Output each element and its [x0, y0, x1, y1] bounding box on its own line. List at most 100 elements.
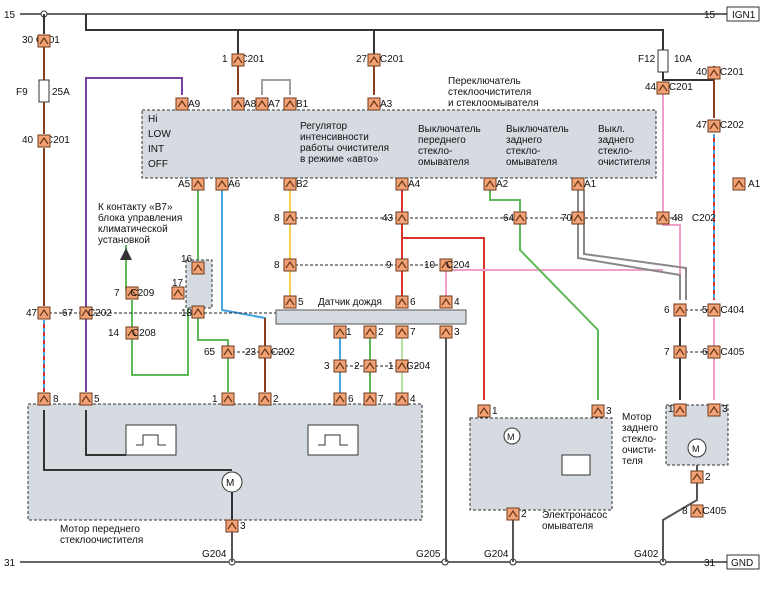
ground-label: G205	[416, 549, 441, 560]
rain-pin: 3	[454, 327, 460, 338]
conn-label-c405: 6 C405	[702, 347, 745, 358]
rain-pin: 5	[298, 297, 304, 308]
ground-label: G204	[484, 549, 509, 560]
fuse-rating: 25A	[52, 87, 70, 98]
conn-num: 7	[664, 347, 670, 358]
rear-motor-pin: 1	[668, 404, 674, 415]
conn-label-c202-47: 47 C202	[696, 120, 744, 131]
front-washer-label: Выключатель переднего стекло- омывателя	[418, 124, 481, 168]
rain-pin: 6	[410, 297, 416, 308]
motor-pin: 1	[212, 394, 218, 405]
rain-pin: 2	[378, 327, 384, 338]
rear-motor-pin: 2	[705, 472, 711, 483]
gnd-label: GND	[731, 558, 753, 569]
rail-label: 31	[4, 558, 16, 569]
motor-symbol: M	[507, 432, 515, 442]
pin-label: A6	[228, 179, 241, 190]
conn-num: 43	[382, 213, 394, 224]
climate-note: К контакту «B7» блока управления климати…	[98, 202, 183, 246]
fuse-rating: 10A	[674, 54, 692, 65]
motor-symbol: M	[692, 444, 700, 454]
pin-label: A5	[178, 179, 191, 190]
motor-pin: 4	[410, 394, 416, 405]
front-motor-box	[27, 403, 423, 521]
rain-sensor-title: Датчик дождя	[318, 297, 382, 308]
motor-pin: 2	[273, 394, 279, 405]
pump-pin: 2	[521, 509, 527, 520]
conn-num: 3	[324, 361, 330, 372]
switch-box	[141, 109, 657, 179]
pin-label: A3	[380, 99, 393, 110]
conn-label-c202-67: 67 C202	[62, 308, 112, 319]
rail-label: 15	[4, 10, 16, 21]
conn-label-c405-8: 8 C405	[682, 506, 727, 517]
rear-motor-pin: 3	[722, 404, 728, 415]
conn-label-c201-1: 1 C201	[222, 54, 265, 65]
pump-pin: 3	[606, 406, 612, 417]
relay-pin: 17	[172, 278, 184, 289]
pin-label: A4	[408, 179, 421, 190]
motor-pin: 3	[240, 521, 246, 532]
fuse-label: F12	[638, 54, 656, 65]
rail-label: 31	[704, 558, 716, 569]
conn-label-c404: 5 C404	[702, 305, 745, 316]
pump-relay	[561, 454, 591, 476]
conn-label-c201-40b: 40 C201	[696, 67, 744, 78]
conn-num: 8	[274, 260, 280, 271]
relay-pin: 16	[181, 254, 193, 265]
gnd-tag	[726, 554, 760, 570]
a1-label: A1	[748, 179, 761, 190]
pin-label: A2	[496, 179, 509, 190]
conn-label-c204-10: 10 C204	[424, 260, 470, 271]
ground-label: G402	[634, 549, 659, 560]
conn-label-c204-1: 1 C204	[388, 361, 431, 372]
relay-block	[125, 424, 177, 456]
pin-label: B2	[296, 179, 309, 190]
conn-num: 65	[204, 347, 216, 358]
motor-symbol: M	[226, 478, 234, 489]
pump-title: Электронасос омывателя	[542, 510, 608, 532]
conn-num: 70	[561, 213, 573, 224]
motor-pin: 8	[53, 394, 59, 405]
conn-label-c202-23: 23 C202	[245, 347, 295, 358]
conn-label-c201-40a: 40 C201	[22, 135, 70, 146]
rail-label: 15	[704, 10, 716, 21]
motor-pin: 5	[94, 394, 100, 405]
relay-block	[307, 424, 359, 456]
pin-label: A1	[584, 179, 597, 190]
switch-title: Переключатель стеклоочистителя и стеклоо…	[448, 76, 539, 109]
motor-pin: 6	[348, 394, 354, 405]
relay-pin: 18	[181, 308, 193, 319]
conn-label-c202-48: 48 C202	[672, 213, 716, 224]
conn-num: 8	[274, 213, 280, 224]
rear-washer-label: Выключатель заднего стекло- омывателя	[506, 124, 569, 168]
conn-num: 47	[26, 308, 38, 319]
pin-label: A7	[268, 99, 281, 110]
pump-pin: 1	[492, 406, 498, 417]
conn-num: 64	[503, 213, 515, 224]
conn-label-c209: 7 C209	[114, 288, 155, 299]
rear-motor-icon	[687, 438, 707, 458]
motor-pin: 7	[378, 394, 384, 405]
ign-tag	[726, 6, 760, 22]
pin-label: B1	[296, 99, 309, 110]
rain-pin: 4	[454, 297, 460, 308]
front-motor-title: Мотор переднего стеклоочистителя	[60, 524, 144, 546]
regulator-label: Регулятор интенсивности работы очистител…	[300, 121, 389, 165]
rear-wiper-label: Выкл. заднего стекло- очистителя	[598, 124, 651, 168]
conn-label-c201-44: 44 C201	[645, 82, 693, 93]
rain-pin: 7	[410, 327, 416, 338]
ign-label: IGN1	[732, 10, 756, 21]
switch-positions: Hi LOW INT OFF	[148, 114, 171, 170]
conn-num: 6	[664, 305, 670, 316]
conn-num: 9	[386, 260, 392, 271]
pin-label: A8	[244, 99, 257, 110]
pump-motor-icon	[503, 427, 521, 445]
rain-sensor-box	[275, 309, 467, 325]
ground-label: G204	[202, 549, 227, 560]
conn-label-c201-27: 27 C201	[356, 54, 404, 65]
conn-label-c208: 14 C208	[108, 328, 156, 339]
conn-num: 2	[354, 361, 360, 372]
pin-label: A9	[188, 99, 201, 110]
fuse-label: F9	[16, 87, 28, 98]
